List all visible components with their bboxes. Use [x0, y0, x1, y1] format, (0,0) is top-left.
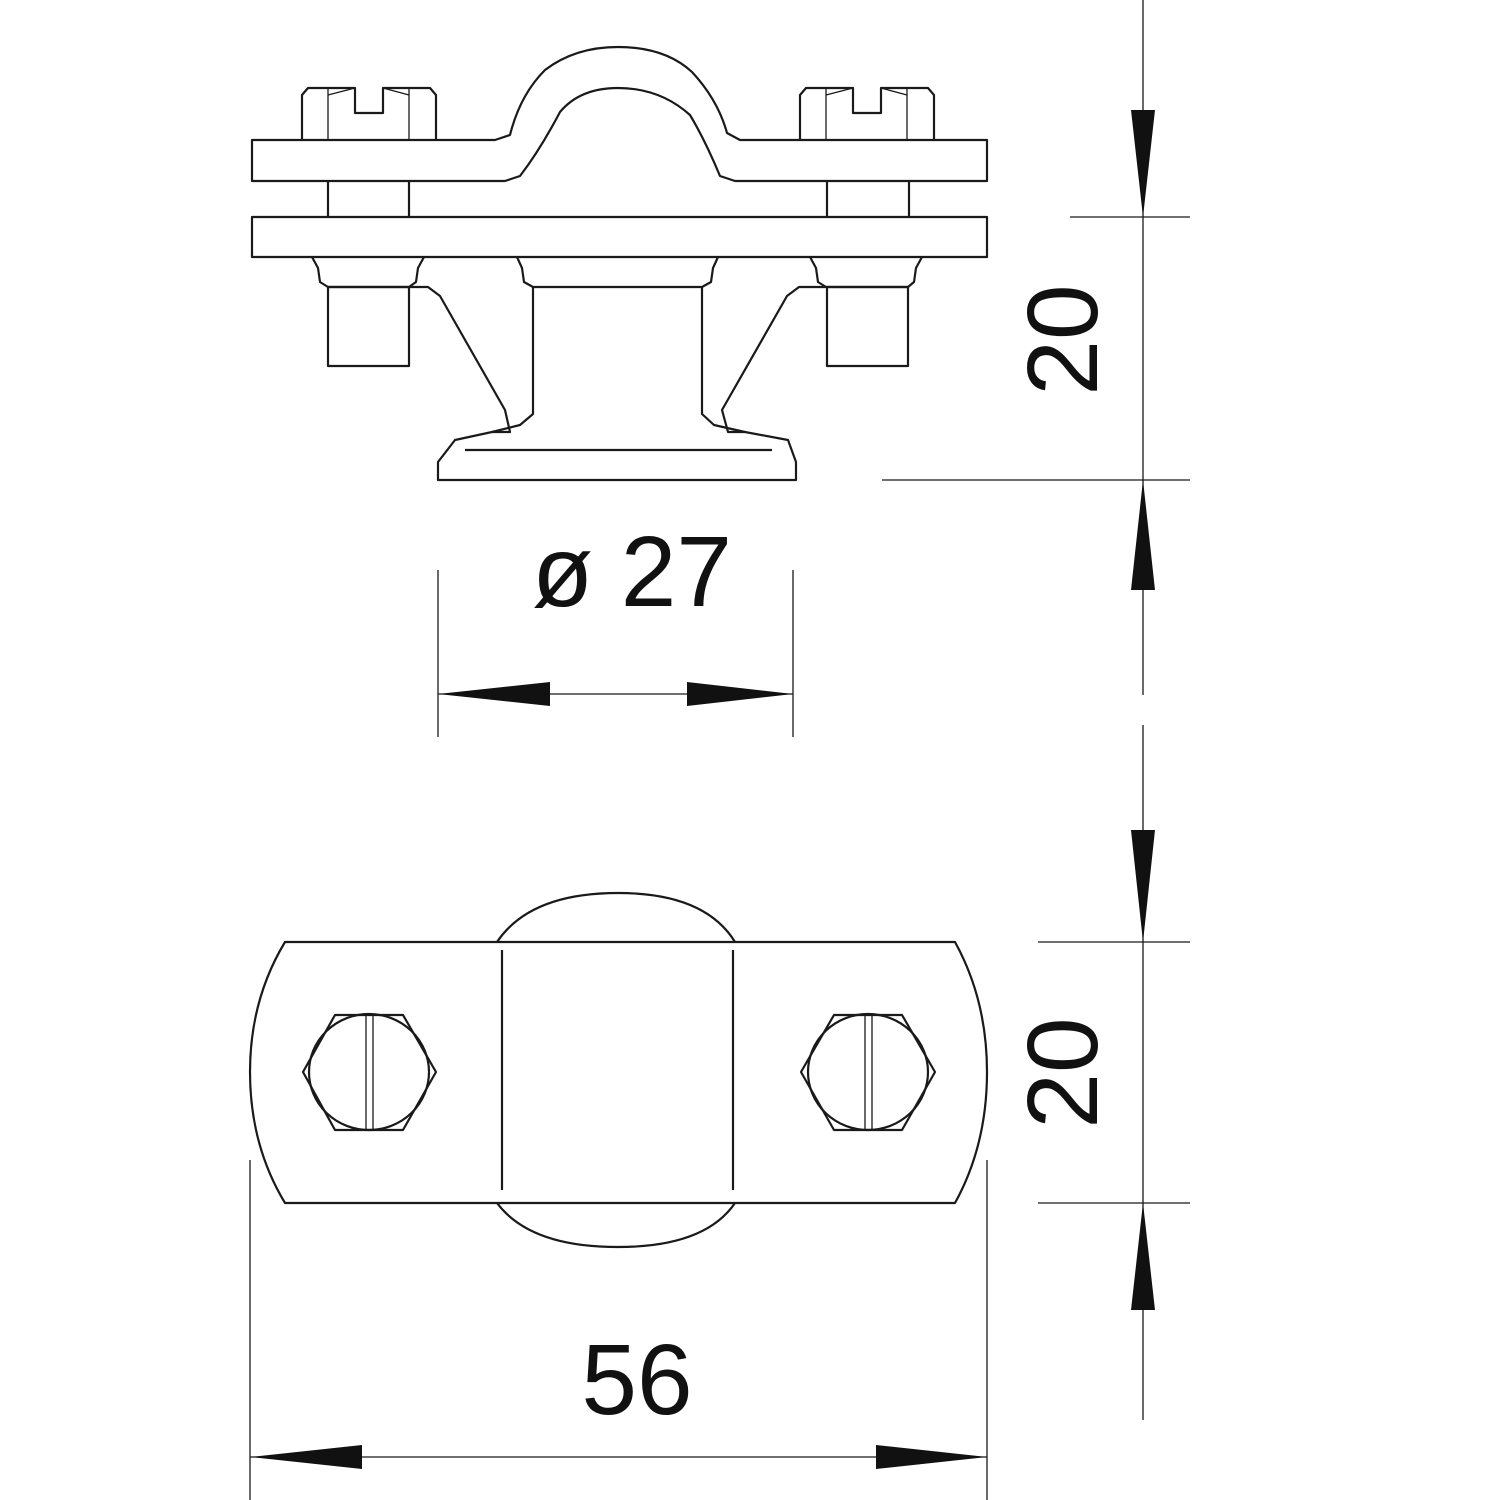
- diameter-dimension: ø 27: [437, 516, 794, 737]
- pipe-outline: [496, 891, 736, 1249]
- width-label: 56: [581, 1324, 692, 1436]
- left-bolt-head: [300, 86, 438, 140]
- left-hex-bolt: [301, 1012, 438, 1132]
- right-nut: [809, 256, 923, 289]
- upper-plate: [250, 45, 989, 183]
- right-hex-bolt: [799, 1012, 937, 1132]
- plan-view-clamp: [248, 891, 1190, 1249]
- left-bolt-shank: [326, 285, 411, 368]
- lower-plate: [250, 215, 989, 259]
- side-view-clamp: [250, 45, 1190, 482]
- height-label-plan: 20: [1007, 1017, 1119, 1128]
- right-bolt-shank: [825, 285, 910, 368]
- plan-plate: [248, 940, 989, 1205]
- diameter-label: ø 27: [532, 516, 732, 628]
- height-dimension-top: 20: [1007, 0, 1155, 695]
- saddle-flanks: [409, 285, 827, 482]
- width-dimension: 56: [249, 1160, 988, 1500]
- height-dimension-plan: 20: [1007, 725, 1155, 1420]
- center-post: [491, 256, 746, 434]
- right-bolt-head: [798, 86, 936, 140]
- left-nut: [311, 256, 425, 289]
- height-label-top: 20: [1007, 284, 1119, 395]
